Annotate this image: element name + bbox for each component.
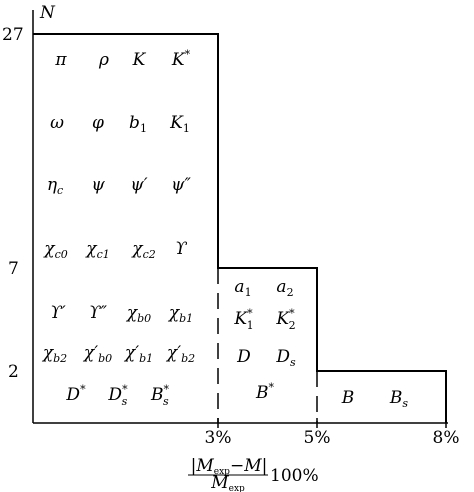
particle-Ds: Ds	[275, 347, 296, 369]
particle-B: B	[341, 388, 355, 408]
particle-D: D	[236, 347, 251, 367]
x-label-den: M	[210, 473, 229, 492]
svg-text:Mexp: Mexp	[210, 473, 245, 492]
x-label-suffix: 100%	[270, 466, 319, 486]
particle-Kstar: K*	[171, 48, 191, 70]
svg-text:|Mexp−M|: |Mexp−M|	[191, 456, 268, 477]
x-tick-8pct: 8%	[433, 428, 460, 448]
particle-Bstar-s: B*s	[150, 383, 170, 408]
particle-chi-c2: χc2	[131, 239, 155, 261]
particle-K1star: K*1	[233, 307, 253, 332]
y-tick-2: 2	[8, 362, 19, 382]
particle-upsilon-prime: ϒ′	[50, 303, 66, 323]
particle-upsilon: ϒ	[175, 239, 188, 259]
particle-pi: π	[54, 50, 67, 70]
particle-psi-prime: ψ′	[130, 175, 147, 195]
particle-Bs: Bs	[389, 388, 409, 410]
x-label-num-a: |M	[191, 456, 215, 476]
particle-chi-b2: χb2	[42, 343, 67, 365]
particle-chi-c1: χc1	[85, 239, 109, 261]
histogram-outline	[33, 33, 447, 423]
bin-5to8-particles: B Bs	[341, 388, 409, 410]
particle-chi-prime-b0: χ′b0	[83, 343, 112, 365]
particle-psi-dprime: ψ″	[171, 175, 191, 195]
particle-Dstar: D*	[65, 383, 86, 405]
particle-chi-prime-b2: χ′b2	[166, 343, 195, 365]
particle-chi-prime-b1: χ′b1	[124, 343, 153, 365]
x-label-num-b: −M|	[230, 456, 267, 476]
x-tick-5pct: 5%	[304, 428, 331, 448]
particle-K2star: K*2	[275, 307, 295, 332]
y-axis-label: N	[39, 3, 56, 23]
particle-eta-c: ηc	[47, 175, 63, 197]
particle-K: K	[132, 50, 147, 70]
y-tick-7: 7	[8, 259, 19, 279]
particle-b1: b1	[129, 113, 147, 135]
particle-rho: ρ	[98, 50, 109, 70]
particle-omega: ω	[50, 113, 64, 133]
particle-Bstar: B*	[255, 381, 275, 403]
x-axis-label: |Mexp−M| Mexp 100%	[188, 456, 319, 492]
particle-K1: K1	[169, 113, 190, 135]
x-label-den-sub: exp	[229, 484, 245, 492]
particle-psi: ψ	[91, 175, 105, 195]
bin-0to3-particles: π ρ K K* ω φ b1 K1 ηc ψ ψ′ ψ″ χc0 χc1 χc…	[42, 48, 195, 408]
particle-Dstar-s: D*s	[107, 383, 128, 408]
particle-chi-b0: χb0	[126, 303, 151, 325]
particle-upsilon-dprime: ϒ″	[89, 303, 108, 323]
particle-phi: φ	[92, 113, 104, 133]
x-label-num-sub: exp	[214, 467, 230, 477]
particle-chi-c0: χc0	[43, 239, 67, 261]
particle-chi-b1: χb1	[168, 303, 193, 325]
y-tick-27: 27	[2, 25, 24, 45]
particle-a1: a1	[234, 277, 251, 299]
bin-3to5-particles: a1 a2 K*1 K*2 D Ds B*	[233, 277, 296, 403]
x-tick-3pct: 3%	[205, 428, 232, 448]
particle-a2: a2	[276, 277, 293, 299]
